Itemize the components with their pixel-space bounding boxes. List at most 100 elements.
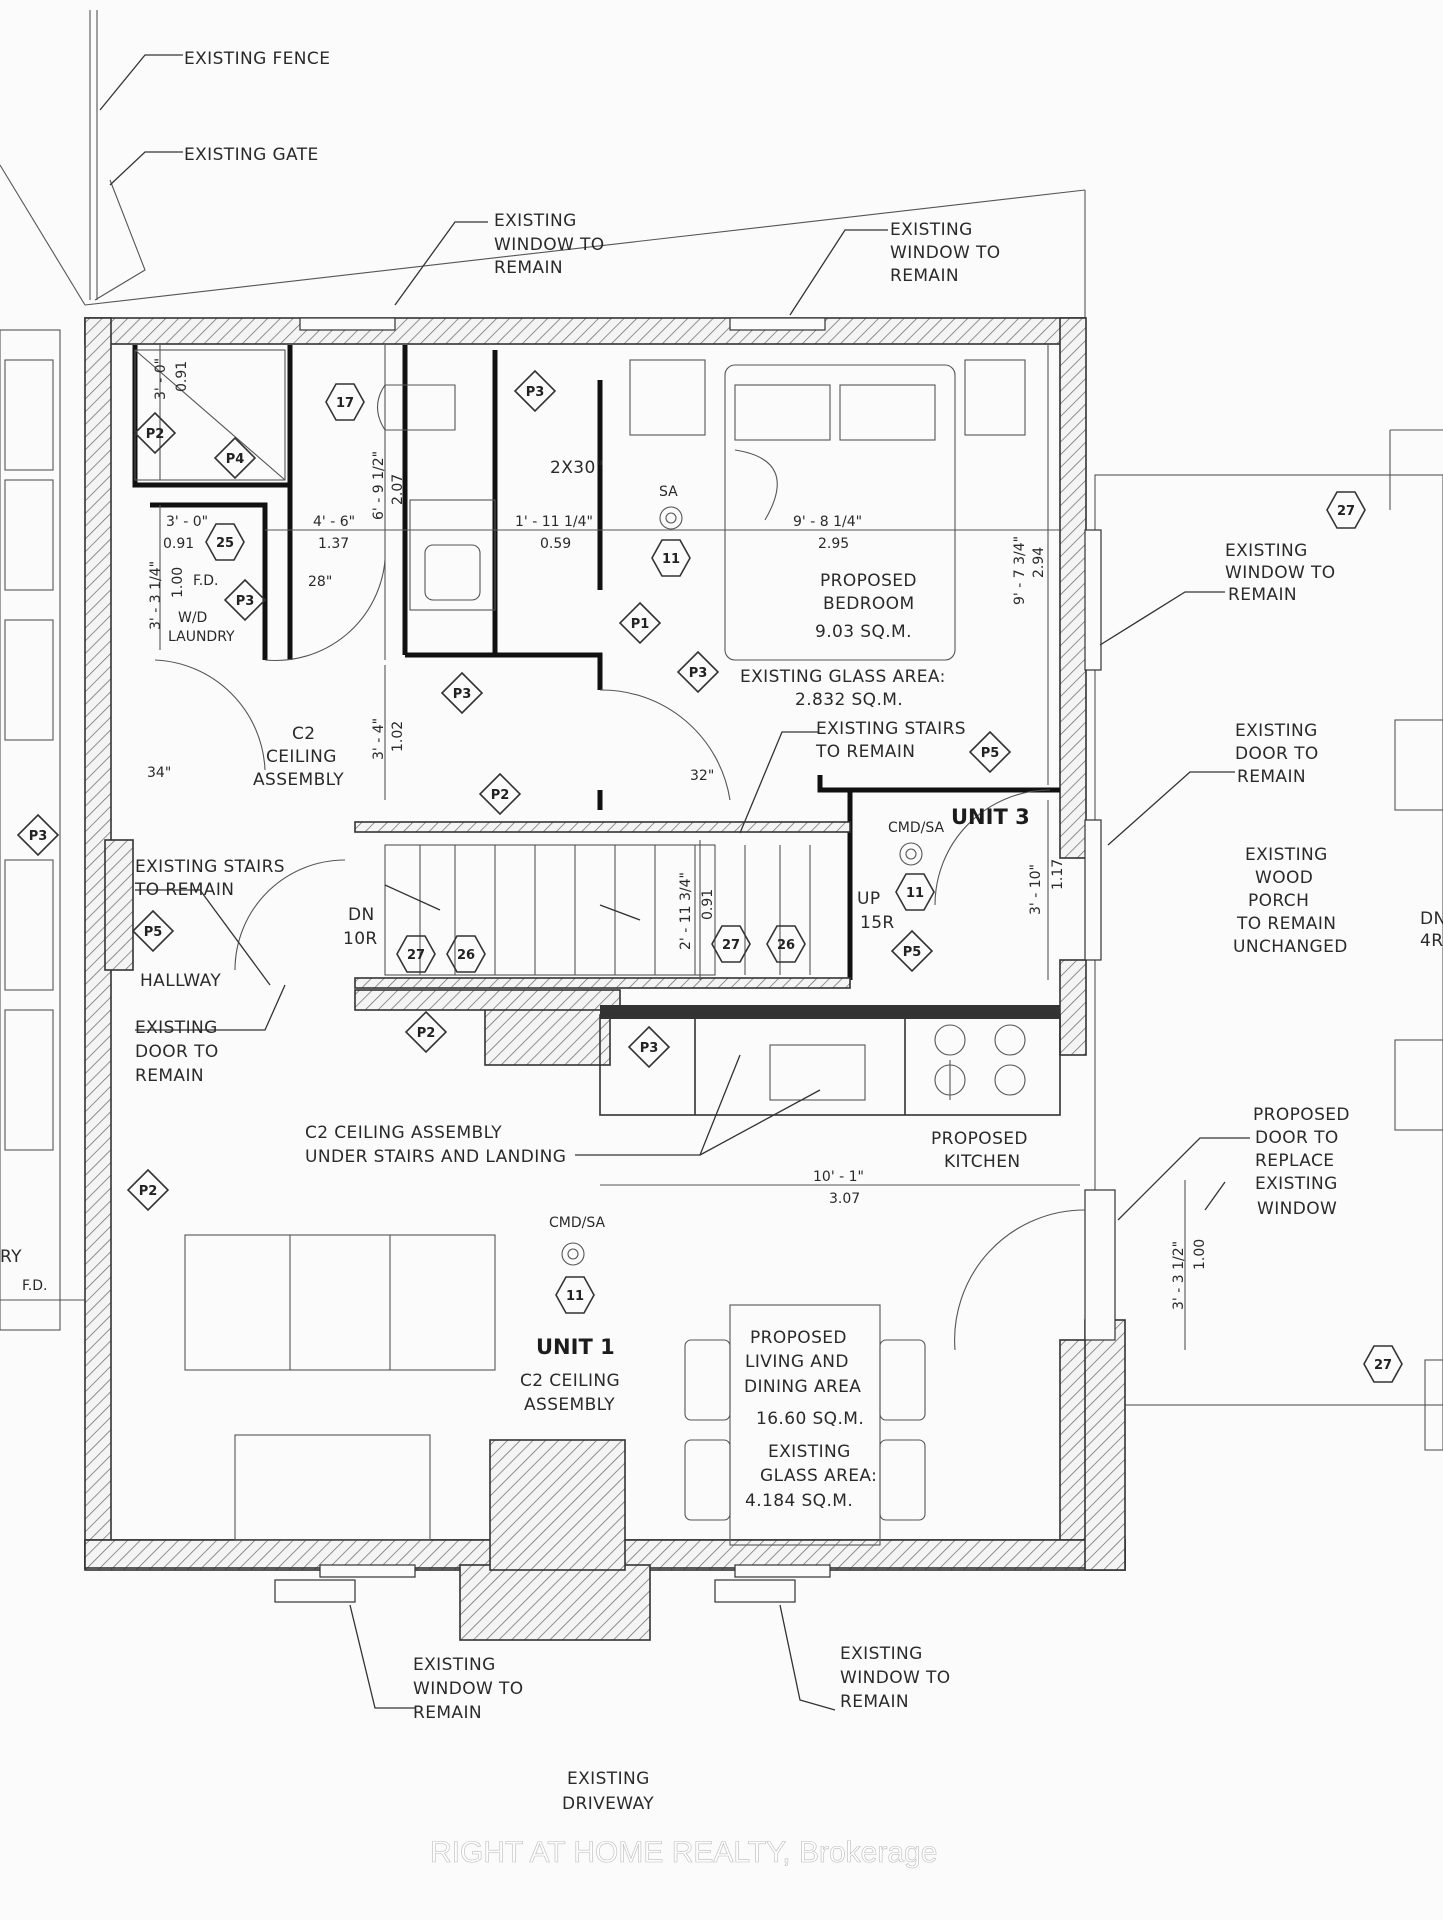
c2-under-stairs-label-1: C2 CEILING ASSEMBLY (305, 1123, 502, 1143)
dim-9-8: 9' - 8 1/4" (793, 514, 862, 530)
window-right-label-3: REMAIN (1228, 585, 1297, 605)
c2-under-stairs-label-2: UNDER STAIRS AND LANDING (305, 1147, 566, 1167)
svg-text:26: 26 (457, 948, 475, 963)
dim-102: 1.02 (390, 721, 406, 752)
window-bottom-right-label-3: REMAIN (840, 1692, 909, 1712)
dim-307: 3.07 (829, 1191, 860, 1207)
window-top-right-label-3: REMAIN (890, 266, 959, 286)
proposed-door-label-2: DOOR TO (1255, 1128, 1339, 1148)
bedroom-area: 9.03 SQ.M. (815, 622, 912, 642)
svg-text:P4: P4 (226, 452, 245, 467)
proposed-door-label-1: PROPOSED (1253, 1105, 1350, 1125)
door-size-28: 28" (308, 574, 332, 590)
svg-text:P2: P2 (146, 427, 165, 442)
svg-text:P2: P2 (417, 1026, 436, 1041)
window-top-right-label-1: EXISTING (890, 220, 973, 240)
right-edge-label-b: 4R (1420, 931, 1443, 951)
hallway-label: HALLWAY (140, 971, 221, 991)
door-size-2x30: 2X30" (550, 458, 604, 478)
cmd-sa-unit1-label: CMD/SA (549, 1215, 605, 1231)
stairs-up-label: UP (857, 889, 881, 909)
diamond-tag-p1: P1 (618, 601, 662, 645)
existing-gate-label: EXISTING GATE (184, 145, 319, 165)
stairs-left-label-2: TO REMAIN (134, 880, 234, 900)
door-left-label-1: EXISTING (135, 1018, 218, 1038)
dim-137: 1.37 (318, 536, 349, 552)
svg-text:P3: P3 (236, 594, 255, 609)
dim-059: 0.59 (540, 536, 571, 552)
dimension-labels: 3' - 0" 0.91 3' - 0" 0.91 4' - 6" 1.37 1… (147, 358, 1208, 1310)
hex-tag-25: 25 (205, 523, 245, 561)
proposed-door-label-5: WINDOW (1257, 1199, 1337, 1219)
svg-text:P3: P3 (526, 385, 545, 400)
dim-3-3b: 3' - 3 1/2" (1171, 1241, 1187, 1310)
svg-text:27: 27 (1337, 504, 1355, 519)
svg-text:26: 26 (777, 938, 795, 953)
window-bottom-right-label-1: EXISTING (840, 1644, 923, 1664)
dim-207: 2.07 (390, 474, 406, 505)
c2-upper-label-1: C2 (292, 724, 316, 744)
stairs-10r-label: 10R (343, 929, 378, 949)
hex-tag-27-stair: 27 (396, 935, 436, 973)
sa-label: SA (659, 484, 678, 500)
door-left-label-2: DOOR TO (135, 1042, 219, 1062)
svg-text:P5: P5 (981, 746, 1000, 761)
dim-4-6: 4' - 6" (313, 514, 355, 530)
dim-10-1: 10' - 1" (813, 1169, 864, 1185)
proposed-door-label-4: EXISTING (1255, 1174, 1338, 1194)
window-right-label-2: WINDOW TO (1225, 563, 1336, 583)
stairs-dn-label: DN (348, 905, 375, 925)
window-top-right-label-2: WINDOW TO (890, 243, 1001, 263)
window-top-left-label-3: REMAIN (494, 258, 563, 278)
dim-100: 1.00 (170, 567, 186, 598)
dim-2-11: 2' - 11 3/4" (678, 872, 694, 950)
dim-3-4: 3' - 4" (371, 718, 387, 760)
svg-text:P3: P3 (453, 687, 472, 702)
svg-text:P5: P5 (144, 925, 163, 940)
svg-text:P3: P3 (29, 829, 48, 844)
living-glass-label-1: EXISTING (768, 1442, 851, 1462)
dim-6-9: 6' - 9 1/2" (371, 451, 387, 520)
diamond-tag-p3-kitchen: P3 (627, 1025, 671, 1069)
dim-091: 0.91 (163, 536, 194, 552)
svg-text:17: 17 (336, 396, 354, 411)
window-right-label-1: EXISTING (1225, 541, 1308, 561)
cmd-sa-unit3-label: CMD/SA (888, 820, 944, 836)
hex-tag-11-unit3: 11 (895, 873, 935, 911)
hex-tag-27-porch-bottom: 27 (1363, 1345, 1403, 1383)
bedroom-glass-area: 2.832 SQ.M. (795, 690, 903, 710)
right-edge-label-a: DN (1420, 909, 1443, 929)
laundry-label-1: W/D (178, 610, 207, 626)
room-labels: PROPOSED BEDROOM 9.03 SQ.M. EXISTING GLA… (0, 571, 1443, 1511)
unit-1-c2-label-1: C2 CEILING (520, 1371, 620, 1391)
bedroom-glass-label: EXISTING GLASS AREA: (740, 667, 946, 687)
svg-text:27: 27 (1374, 1358, 1392, 1373)
dim-294: 2.94 (1031, 547, 1047, 578)
symbol-tags: SA CMD/SA CMD/SA 17 25 11 11 11 27 (16, 369, 1403, 1383)
hex-tag-26-stair: 26 (446, 935, 486, 973)
dim-3-3: 3' - 3 1/4" (148, 561, 164, 630)
diamond-tag-p5-stairs: P5 (968, 730, 1012, 774)
kitchen-label-2: KITCHEN (944, 1152, 1020, 1172)
svg-text:25: 25 (216, 536, 234, 551)
door-right-label-1: EXISTING (1235, 721, 1318, 741)
stairs-upper-label-1: EXISTING STAIRS (816, 719, 966, 739)
living-label-3: DINING AREA (744, 1377, 861, 1397)
living-label-2: LIVING AND (745, 1352, 849, 1372)
svg-text:P3: P3 (689, 666, 708, 681)
svg-text:11: 11 (566, 1289, 584, 1304)
svg-text:27: 27 (722, 938, 740, 953)
diamond-tag-p3-left: P3 (16, 813, 60, 857)
window-top-left-label-1: EXISTING (494, 211, 577, 231)
diamond-tag-p2-living: P2 (126, 1168, 170, 1212)
unit-1-c2-label-2: ASSEMBLY (524, 1395, 615, 1415)
window-bottom-left-label-1: EXISTING (413, 1655, 496, 1675)
driveway-label-2: DRIVEWAY (562, 1794, 654, 1814)
svg-text:P2: P2 (139, 1184, 158, 1199)
hex-tag-17: 17 (325, 383, 365, 421)
fixtures (134, 349, 1086, 1546)
diamond-tag-p2-hall: P2 (478, 772, 522, 816)
dim-117: 1.17 (1050, 859, 1066, 890)
laundry-label-2: LAUNDRY (168, 629, 235, 645)
